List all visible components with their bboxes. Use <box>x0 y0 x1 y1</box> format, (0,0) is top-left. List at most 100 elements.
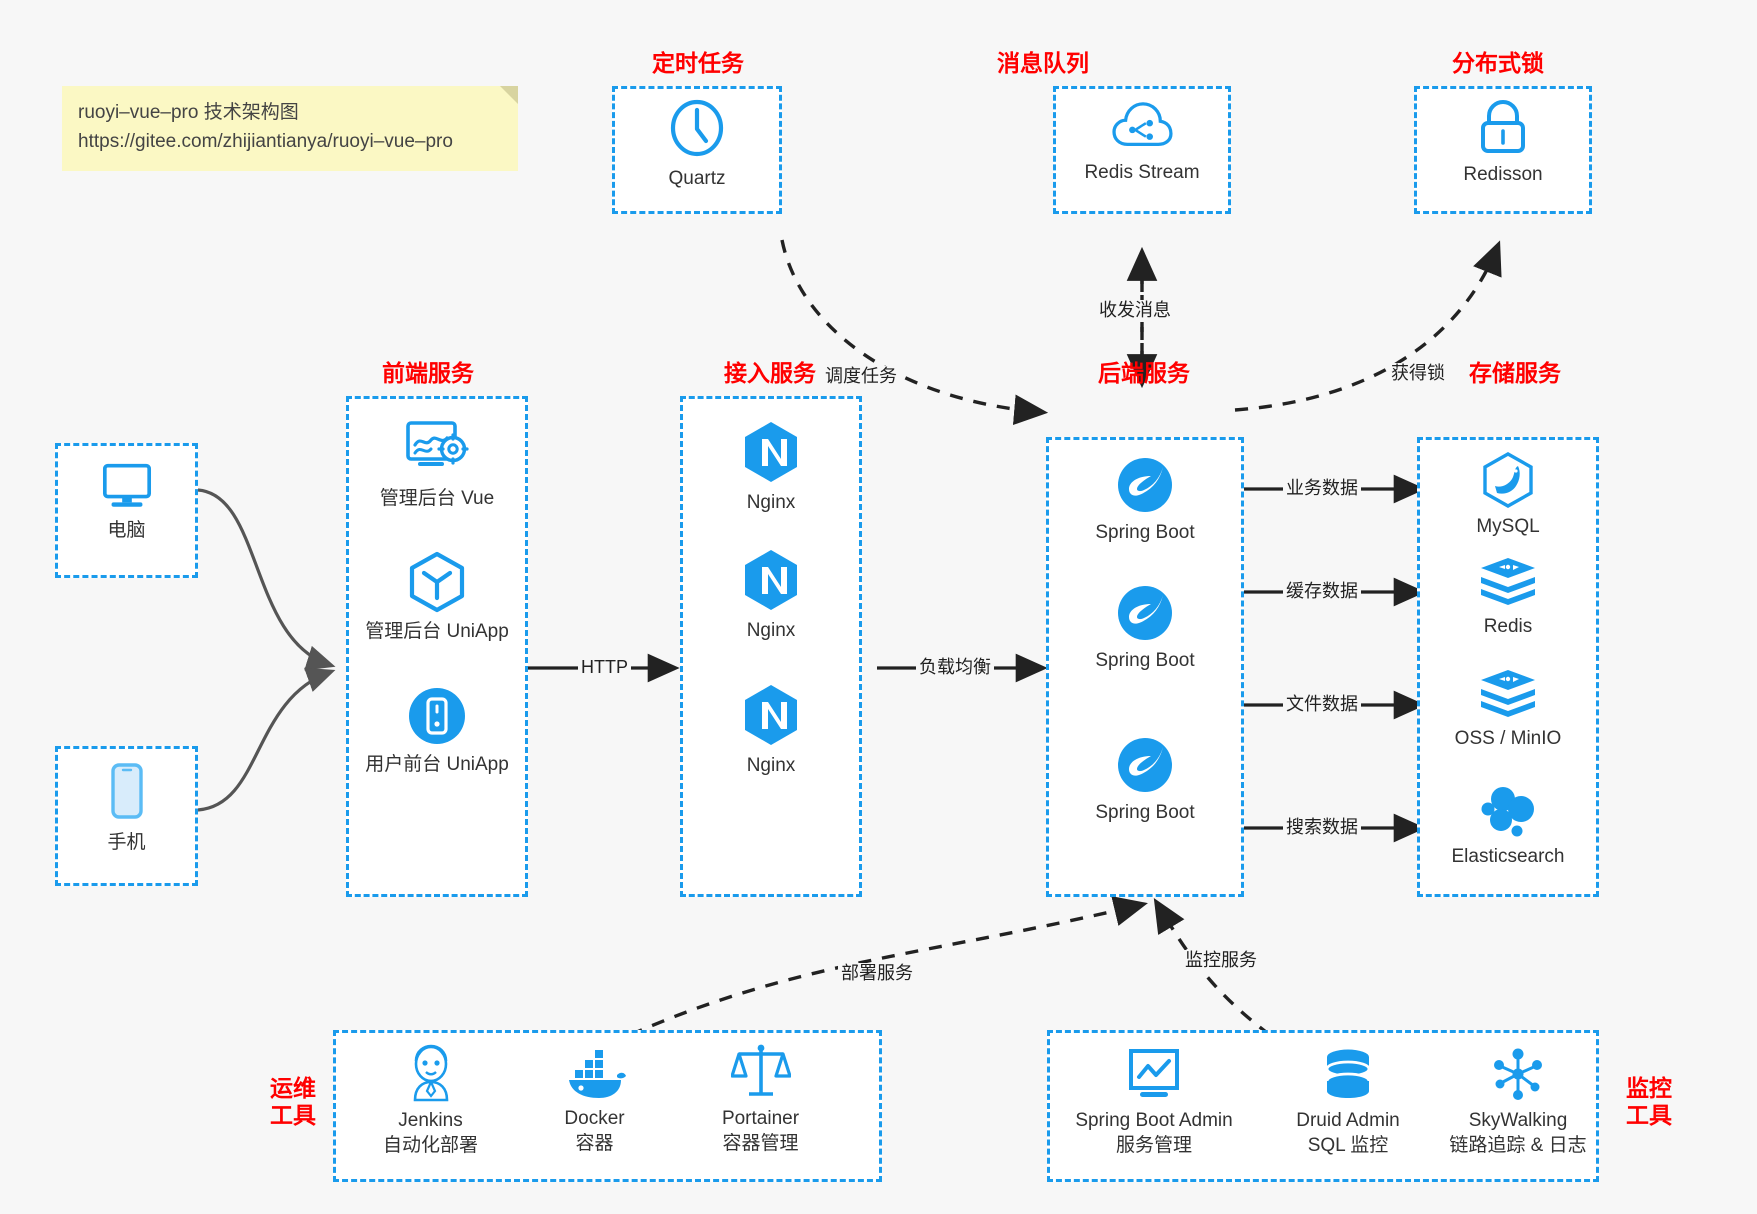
nginx-icon <box>745 685 797 745</box>
group-box-monitor-tools <box>1047 1030 1599 1182</box>
group-title-storage-service: 存储服务 <box>1469 360 1561 386</box>
node-sublabel: 自动化部署 <box>382 1135 478 1157</box>
node-elasticsearch[interactable]: Elasticsearch <box>1417 784 1599 869</box>
node-label: Spring Boot <box>1095 802 1195 823</box>
spring-leaf-icon <box>1118 458 1172 512</box>
jenkins-butler-icon <box>413 1044 448 1102</box>
hexagon-cube-icon <box>409 551 465 613</box>
node-label: Nginx <box>746 492 796 513</box>
monitor-tools-title-line2: 工具 <box>1626 1102 1672 1129</box>
node-sublabel: 容器管理 <box>722 1133 799 1155</box>
edge-label-business-data: 业务数据 <box>1283 478 1361 500</box>
node-label: Druid Admin <box>1296 1110 1400 1131</box>
mysql-dolphin-icon <box>1483 452 1533 508</box>
node-sublabel: 服务管理 <box>1115 1135 1192 1157</box>
node-druid-admin[interactable]: Druid Admin SQL 监控 <box>1262 1048 1434 1158</box>
edge-label-monitor-service: 监控服务 <box>1182 950 1260 972</box>
group-title-ops-tools: 运维 工具 <box>258 1075 328 1129</box>
object-storage-icon <box>1481 670 1535 717</box>
node-label: Spring Boot <box>1095 650 1195 671</box>
nginx-icon <box>745 422 797 482</box>
node-mysql[interactable]: MySQL <box>1417 452 1599 539</box>
node-label: 用户前台 UniApp <box>365 754 509 775</box>
edge-label-cache-data: 缓存数据 <box>1283 581 1361 603</box>
node-computer[interactable]: 电脑 <box>55 458 198 543</box>
edge-label-deploy-service: 部署服务 <box>838 963 916 985</box>
node-label: Docker <box>564 1108 625 1129</box>
node-redis-stream[interactable]: Redis Stream <box>1053 100 1231 185</box>
edge-label-schedule-task: 调度任务 <box>822 366 900 388</box>
node-label: Redis <box>1483 616 1533 637</box>
note-line-url: https://gitee.com/zhijiantianya/ruoyi–vu… <box>78 131 453 153</box>
node-label: Quartz <box>668 168 726 189</box>
node-label: 电脑 <box>107 520 146 541</box>
elasticsearch-icon <box>1481 787 1534 837</box>
edge-label-load-balance: 负载均衡 <box>916 657 994 679</box>
spring-leaf-icon <box>1118 586 1172 640</box>
note-fold-corner <box>500 86 518 104</box>
edge-label-file-data: 文件数据 <box>1283 694 1361 716</box>
node-user-uniapp[interactable]: 用户前台 UniApp <box>346 686 528 777</box>
node-label: Nginx <box>746 620 796 641</box>
node-redisson[interactable]: Redisson <box>1414 100 1592 187</box>
node-quartz[interactable]: Quartz <box>612 96 782 191</box>
group-box-message-queue <box>1053 86 1231 214</box>
group-box-ops-tools <box>333 1030 882 1182</box>
node-label: Redis Stream <box>1084 162 1200 183</box>
node-portainer[interactable]: Portainer 容器管理 <box>678 1042 843 1156</box>
node-spring-boot-2[interactable]: Spring Boot <box>1046 584 1244 673</box>
node-spring-boot-admin[interactable]: Spring Boot Admin 服务管理 <box>1054 1048 1254 1158</box>
node-nginx-2[interactable]: Nginx <box>680 548 862 643</box>
group-box-scheduled-task <box>612 86 782 214</box>
group-title-distributed-lock: 分布式锁 <box>1452 50 1544 76</box>
database-icon <box>1325 1049 1371 1098</box>
node-label: Spring Boot Admin <box>1075 1110 1233 1131</box>
node-label: Jenkins <box>398 1110 463 1131</box>
node-label: 管理后台 UniApp <box>365 621 509 642</box>
node-oss-minio[interactable]: OSS / MinIO <box>1417 668 1599 751</box>
node-label: SkyWalking <box>1468 1110 1568 1131</box>
portainer-scale-icon <box>730 1044 791 1096</box>
node-sublabel: 链路追踪 & 日志 <box>1449 1135 1587 1157</box>
node-label: OSS / MinIO <box>1454 728 1562 749</box>
group-box-backend-service <box>1046 437 1244 897</box>
node-docker[interactable]: Docker 容器 <box>512 1048 677 1156</box>
group-title-monitor-tools: 监控 工具 <box>1614 1075 1684 1129</box>
node-label: MySQL <box>1476 516 1540 537</box>
node-label: Redisson <box>1463 164 1543 185</box>
node-label: Portainer <box>721 1108 800 1129</box>
group-box-frontend-service <box>346 396 528 897</box>
node-label: Elasticsearch <box>1451 846 1565 867</box>
node-phone[interactable]: 手机 <box>55 762 198 855</box>
node-jenkins[interactable]: Jenkins 自动化部署 <box>348 1044 513 1158</box>
node-admin-vue[interactable]: 管理后台 Vue <box>346 418 528 511</box>
note-line-title: ruoyi–vue–pro 技术架构图 <box>78 102 299 123</box>
node-label: 手机 <box>107 832 146 853</box>
node-label: Spring Boot <box>1095 522 1195 543</box>
node-redis[interactable]: Redis <box>1417 556 1599 639</box>
redis-stack-icon <box>1481 558 1535 605</box>
edge-label-http: HTTP <box>578 657 631 679</box>
clock-icon <box>670 99 724 157</box>
node-label: Nginx <box>746 755 796 776</box>
node-label: 管理后台 Vue <box>379 488 495 509</box>
spring-leaf-icon <box>1118 738 1172 792</box>
skywalking-node-icon <box>1494 1048 1542 1100</box>
node-admin-uniapp[interactable]: 管理后台 UniApp <box>346 551 528 644</box>
mobile-icon <box>110 763 143 819</box>
node-sublabel: SQL 监控 <box>1307 1135 1389 1157</box>
node-spring-boot-1[interactable]: Spring Boot <box>1046 456 1244 545</box>
diagram-note: ruoyi–vue–pro 技术架构图 https://gitee.com/zh… <box>62 86 518 171</box>
node-spring-boot-3[interactable]: Spring Boot <box>1046 736 1244 825</box>
node-skywalking[interactable]: SkyWalking 链路追踪 & 日志 <box>1432 1048 1604 1158</box>
edge-label-send-receive-message: 收发消息 <box>1096 300 1174 322</box>
nginx-icon <box>745 550 797 610</box>
edge-label-search-data: 搜索数据 <box>1283 817 1361 839</box>
lock-icon <box>1481 100 1525 153</box>
node-nginx-3[interactable]: Nginx <box>680 683 862 778</box>
group-title-gateway-service: 接入服务 <box>724 360 816 386</box>
desktop-icon <box>102 463 151 507</box>
node-nginx-1[interactable]: Nginx <box>680 420 862 515</box>
monitor-tools-title-line1: 监控 <box>1626 1075 1672 1101</box>
